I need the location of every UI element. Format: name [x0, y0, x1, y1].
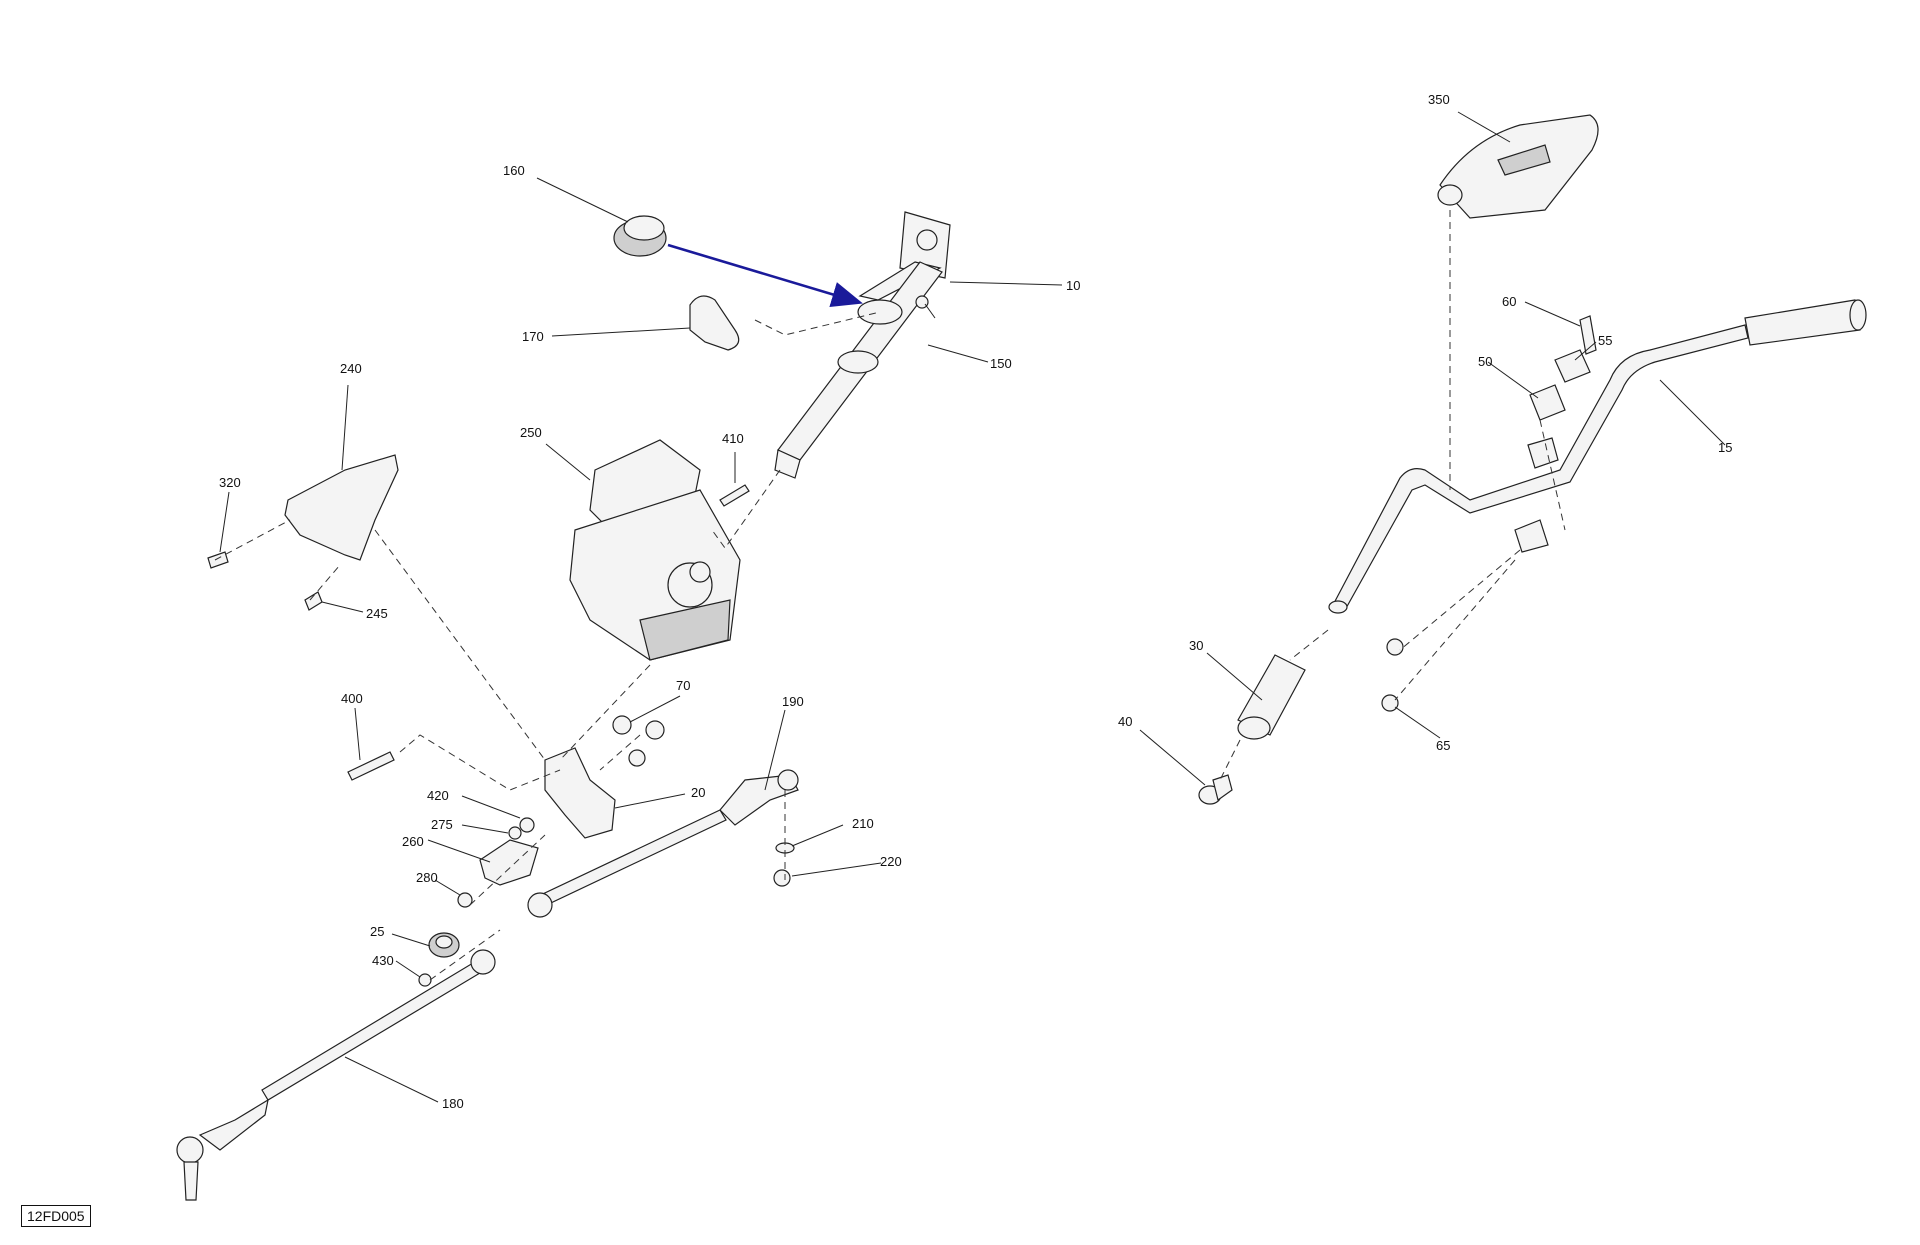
- bolt-320-part: [207, 551, 229, 569]
- callout-430: 430: [372, 953, 394, 968]
- callout-420: 420: [427, 788, 449, 803]
- callout-320: 320: [219, 475, 241, 490]
- callout-70: 70: [676, 678, 690, 693]
- callout-30: 30: [1189, 638, 1203, 653]
- blue-arrow: [667, 243, 863, 307]
- bolt-150-part: [915, 295, 936, 319]
- callout-280: 280: [416, 870, 438, 885]
- pitman-arm-part: [544, 747, 616, 839]
- callout-50: 50: [1478, 354, 1492, 369]
- callout-10: 10: [1066, 278, 1080, 293]
- nut-275-part: [508, 826, 522, 840]
- screw-280-part: [457, 892, 473, 908]
- callout-250: 250: [520, 425, 542, 440]
- callout-20: 20: [691, 785, 705, 800]
- callout-245: 245: [366, 606, 388, 621]
- bolt-245-part: [304, 591, 323, 611]
- leader-lines: [219, 111, 1726, 1103]
- bolt-60-part: [1579, 315, 1597, 355]
- callout-40: 40: [1118, 714, 1132, 729]
- callout-410: 410: [722, 431, 744, 446]
- nut-65-lower-part: [1381, 694, 1399, 712]
- screw-430-part: [418, 973, 432, 987]
- callout-220: 220: [880, 854, 902, 869]
- callout-labels: 160 10 170 150 240 250 410 320 245 400 7…: [219, 92, 1732, 1111]
- clamp-55-part: [1554, 349, 1591, 383]
- clamp-mid-part: [1527, 437, 1559, 469]
- power-steering-unit-part: [569, 439, 741, 661]
- callout-150: 150: [990, 356, 1012, 371]
- bolt-410-part: [719, 484, 750, 507]
- clamp-50-part: [1529, 384, 1566, 421]
- nut-220-part: [773, 869, 791, 887]
- callout-55: 55: [1598, 333, 1612, 348]
- callout-25: 25: [370, 924, 384, 939]
- nut-65-upper-part: [1386, 638, 1404, 656]
- callout-210: 210: [852, 816, 874, 831]
- callout-60: 60: [1502, 294, 1516, 309]
- callout-190: 190: [782, 694, 804, 709]
- callout-350: 350: [1428, 92, 1450, 107]
- tie-rod-left-part: [176, 949, 496, 1201]
- diagram-code-label: 12FD005: [21, 1205, 91, 1227]
- callout-15: 15: [1718, 440, 1732, 455]
- callout-160: 160: [503, 163, 525, 178]
- callout-180: 180: [442, 1096, 464, 1111]
- callout-170: 170: [522, 329, 544, 344]
- washer-420-part: [519, 817, 535, 833]
- grip-30-part: [1237, 654, 1306, 740]
- callout-240: 240: [340, 361, 362, 376]
- bushing-part: [613, 215, 667, 257]
- tie-rod-right-part: [527, 769, 799, 918]
- callout-400: 400: [341, 691, 363, 706]
- seal-25-part: [428, 932, 460, 958]
- plate-260-part: [479, 839, 539, 886]
- cover-350-part: [1437, 114, 1599, 219]
- callout-275: 275: [431, 817, 453, 832]
- nut-70-part: [612, 715, 665, 767]
- callout-65: 65: [1436, 738, 1450, 753]
- end-cap-40-part: [1198, 774, 1233, 805]
- clamp-lower-part: [1514, 519, 1549, 553]
- steering-column-part: [774, 211, 951, 479]
- handlebar-part: [1328, 299, 1867, 614]
- callout-260: 260: [402, 834, 424, 849]
- bracket-part: [284, 454, 399, 561]
- bolt-400-part: [347, 751, 395, 781]
- clamp-part: [689, 295, 740, 351]
